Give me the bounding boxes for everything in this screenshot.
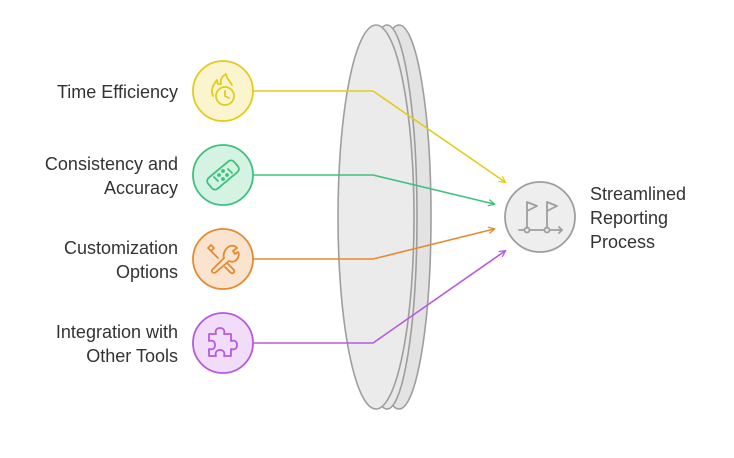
connector-consistency: [253, 174, 494, 204]
integration-circle: [192, 312, 254, 374]
lens-front: [337, 24, 415, 410]
lens: [337, 24, 432, 410]
output-circle: [504, 181, 576, 253]
label-consistency-line2: Accuracy: [104, 178, 178, 198]
input-customization: [192, 228, 254, 290]
output-label-line1: Streamlined: [590, 184, 686, 204]
input-consistency: [192, 144, 254, 206]
connector-customization: [253, 229, 494, 260]
wrench-icon: [207, 244, 240, 275]
connector-integration: [253, 251, 505, 344]
output-label-line2: Reporting: [590, 208, 668, 228]
label-integration-line1: Integration with: [56, 322, 178, 342]
label-integration-line2: Other Tools: [86, 346, 178, 366]
input-integration: [192, 312, 254, 374]
input-time-efficiency: [192, 60, 254, 122]
label-consistency-line1: Consistency and: [45, 154, 178, 174]
puzzle-piece-icon: [208, 327, 238, 357]
connector-time-efficiency: [253, 90, 505, 182]
output-node: [504, 181, 576, 253]
connectors: [253, 90, 505, 344]
fire-clock-icon: [211, 73, 235, 106]
consistency-circle: [192, 144, 254, 206]
time-efficiency-circle: [192, 60, 254, 122]
input-labels: Time Efficiency Consistency and Accuracy…: [45, 82, 178, 366]
bandage-icon: [206, 159, 240, 191]
label-time-efficiency-line1: Time Efficiency: [57, 82, 178, 102]
output-label: Streamlined Reporting Process: [590, 184, 686, 252]
milestone-flags-icon: [518, 201, 563, 234]
label-customization-line2: Options: [116, 262, 178, 282]
output-label-line3: Process: [590, 232, 655, 252]
label-customization-line1: Customization: [64, 238, 178, 258]
